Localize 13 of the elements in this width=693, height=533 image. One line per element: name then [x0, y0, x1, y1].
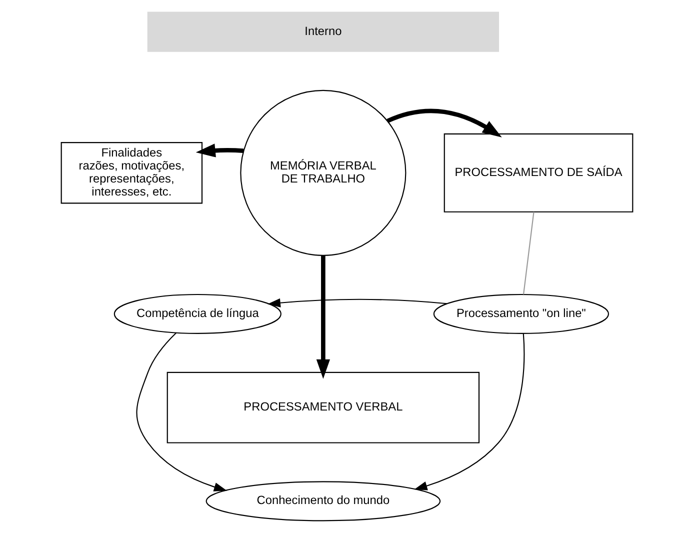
arrow	[136, 332, 226, 492]
node-box: PROCESSAMENTO DE SAÍDA	[443, 133, 633, 212]
arrow	[195, 144, 244, 158]
arrow	[386, 108, 502, 138]
node-box: Interno	[146, 12, 499, 52]
node-box: PROCESSAMENTO VERBAL	[166, 372, 480, 444]
arrow	[266, 298, 446, 308]
arrow	[414, 334, 524, 490]
node-circle: MEMÓRIA VERBAL DE TRABALHO	[240, 90, 406, 256]
node-ellipse: Processamento "on line"	[432, 294, 609, 334]
arrow	[316, 256, 330, 379]
node-box: Finalidades razões, motivações, representações, interesses, etc.	[60, 142, 202, 204]
connector	[522, 212, 534, 295]
